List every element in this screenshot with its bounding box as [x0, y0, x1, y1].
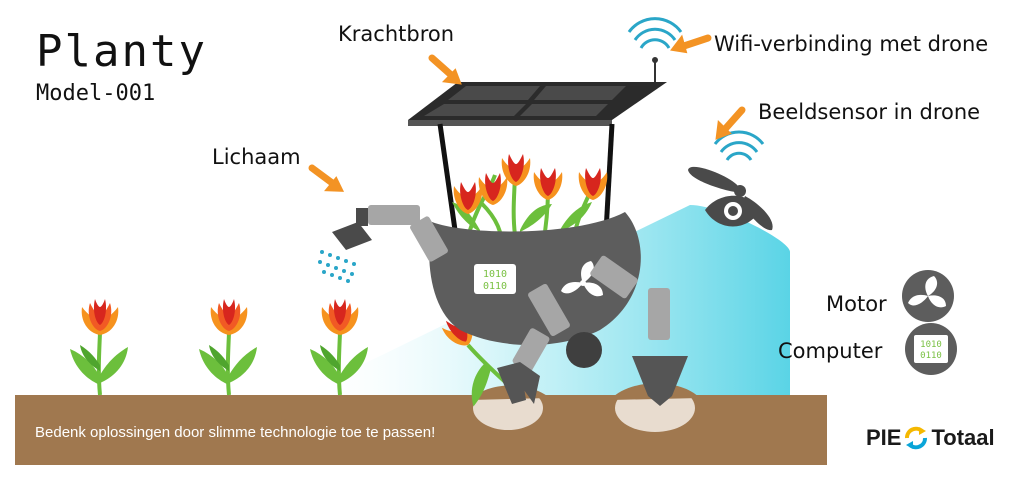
soil-mound [470, 383, 700, 400]
label-image-sensor: Beeldsensor in drone [758, 100, 981, 124]
robot-limbs [368, 205, 670, 372]
computer-chip-icon: 1010 0110 [905, 323, 957, 375]
chip-line-1: 1010 [483, 269, 507, 280]
watering-nozzle-icon [318, 208, 372, 283]
page-title: Planty [36, 26, 207, 77]
logo-cycle-icon [905, 426, 928, 450]
label-body: Lichaam [212, 145, 301, 169]
panel-pole-right [603, 123, 615, 233]
robot-wheel [566, 332, 602, 368]
robot-claw [497, 362, 540, 404]
panel-pole-left [437, 123, 458, 231]
solar-panel [408, 17, 683, 126]
label-wifi: Wifi-verbinding met drone [714, 32, 989, 56]
chip-line-2: 0110 [483, 281, 507, 292]
logo-text-left: PIE [866, 425, 902, 450]
arrow-sensor [714, 106, 742, 143]
robot-plants [452, 154, 608, 236]
legend-chip-line-1: 1010 [920, 340, 942, 350]
robot-body [429, 212, 641, 345]
label-motor: Motor [826, 292, 887, 316]
robot-shovel [632, 356, 688, 406]
logo-text-right: Totaal [931, 425, 995, 450]
model-subtitle: Model-001 [36, 81, 156, 106]
label-computer: Computer [778, 339, 883, 363]
arrow-body [310, 168, 346, 193]
motor-fan-icon [902, 270, 954, 322]
flower-1 [68, 297, 130, 397]
pie-totaal-logo: PIE Totaal [866, 423, 995, 453]
legend-chip-line-2: 0110 [920, 351, 942, 361]
body-chip-icon: 1010 0110 [474, 264, 516, 294]
arrow-power [428, 58, 465, 86]
flower-2 [197, 297, 259, 397]
label-power-source: Krachtbron [338, 22, 455, 46]
footer-tagline: Bedenk oplossingen door slimme technolog… [35, 424, 436, 441]
arrow-wifi [669, 24, 708, 64]
drone-icon [688, 130, 773, 231]
